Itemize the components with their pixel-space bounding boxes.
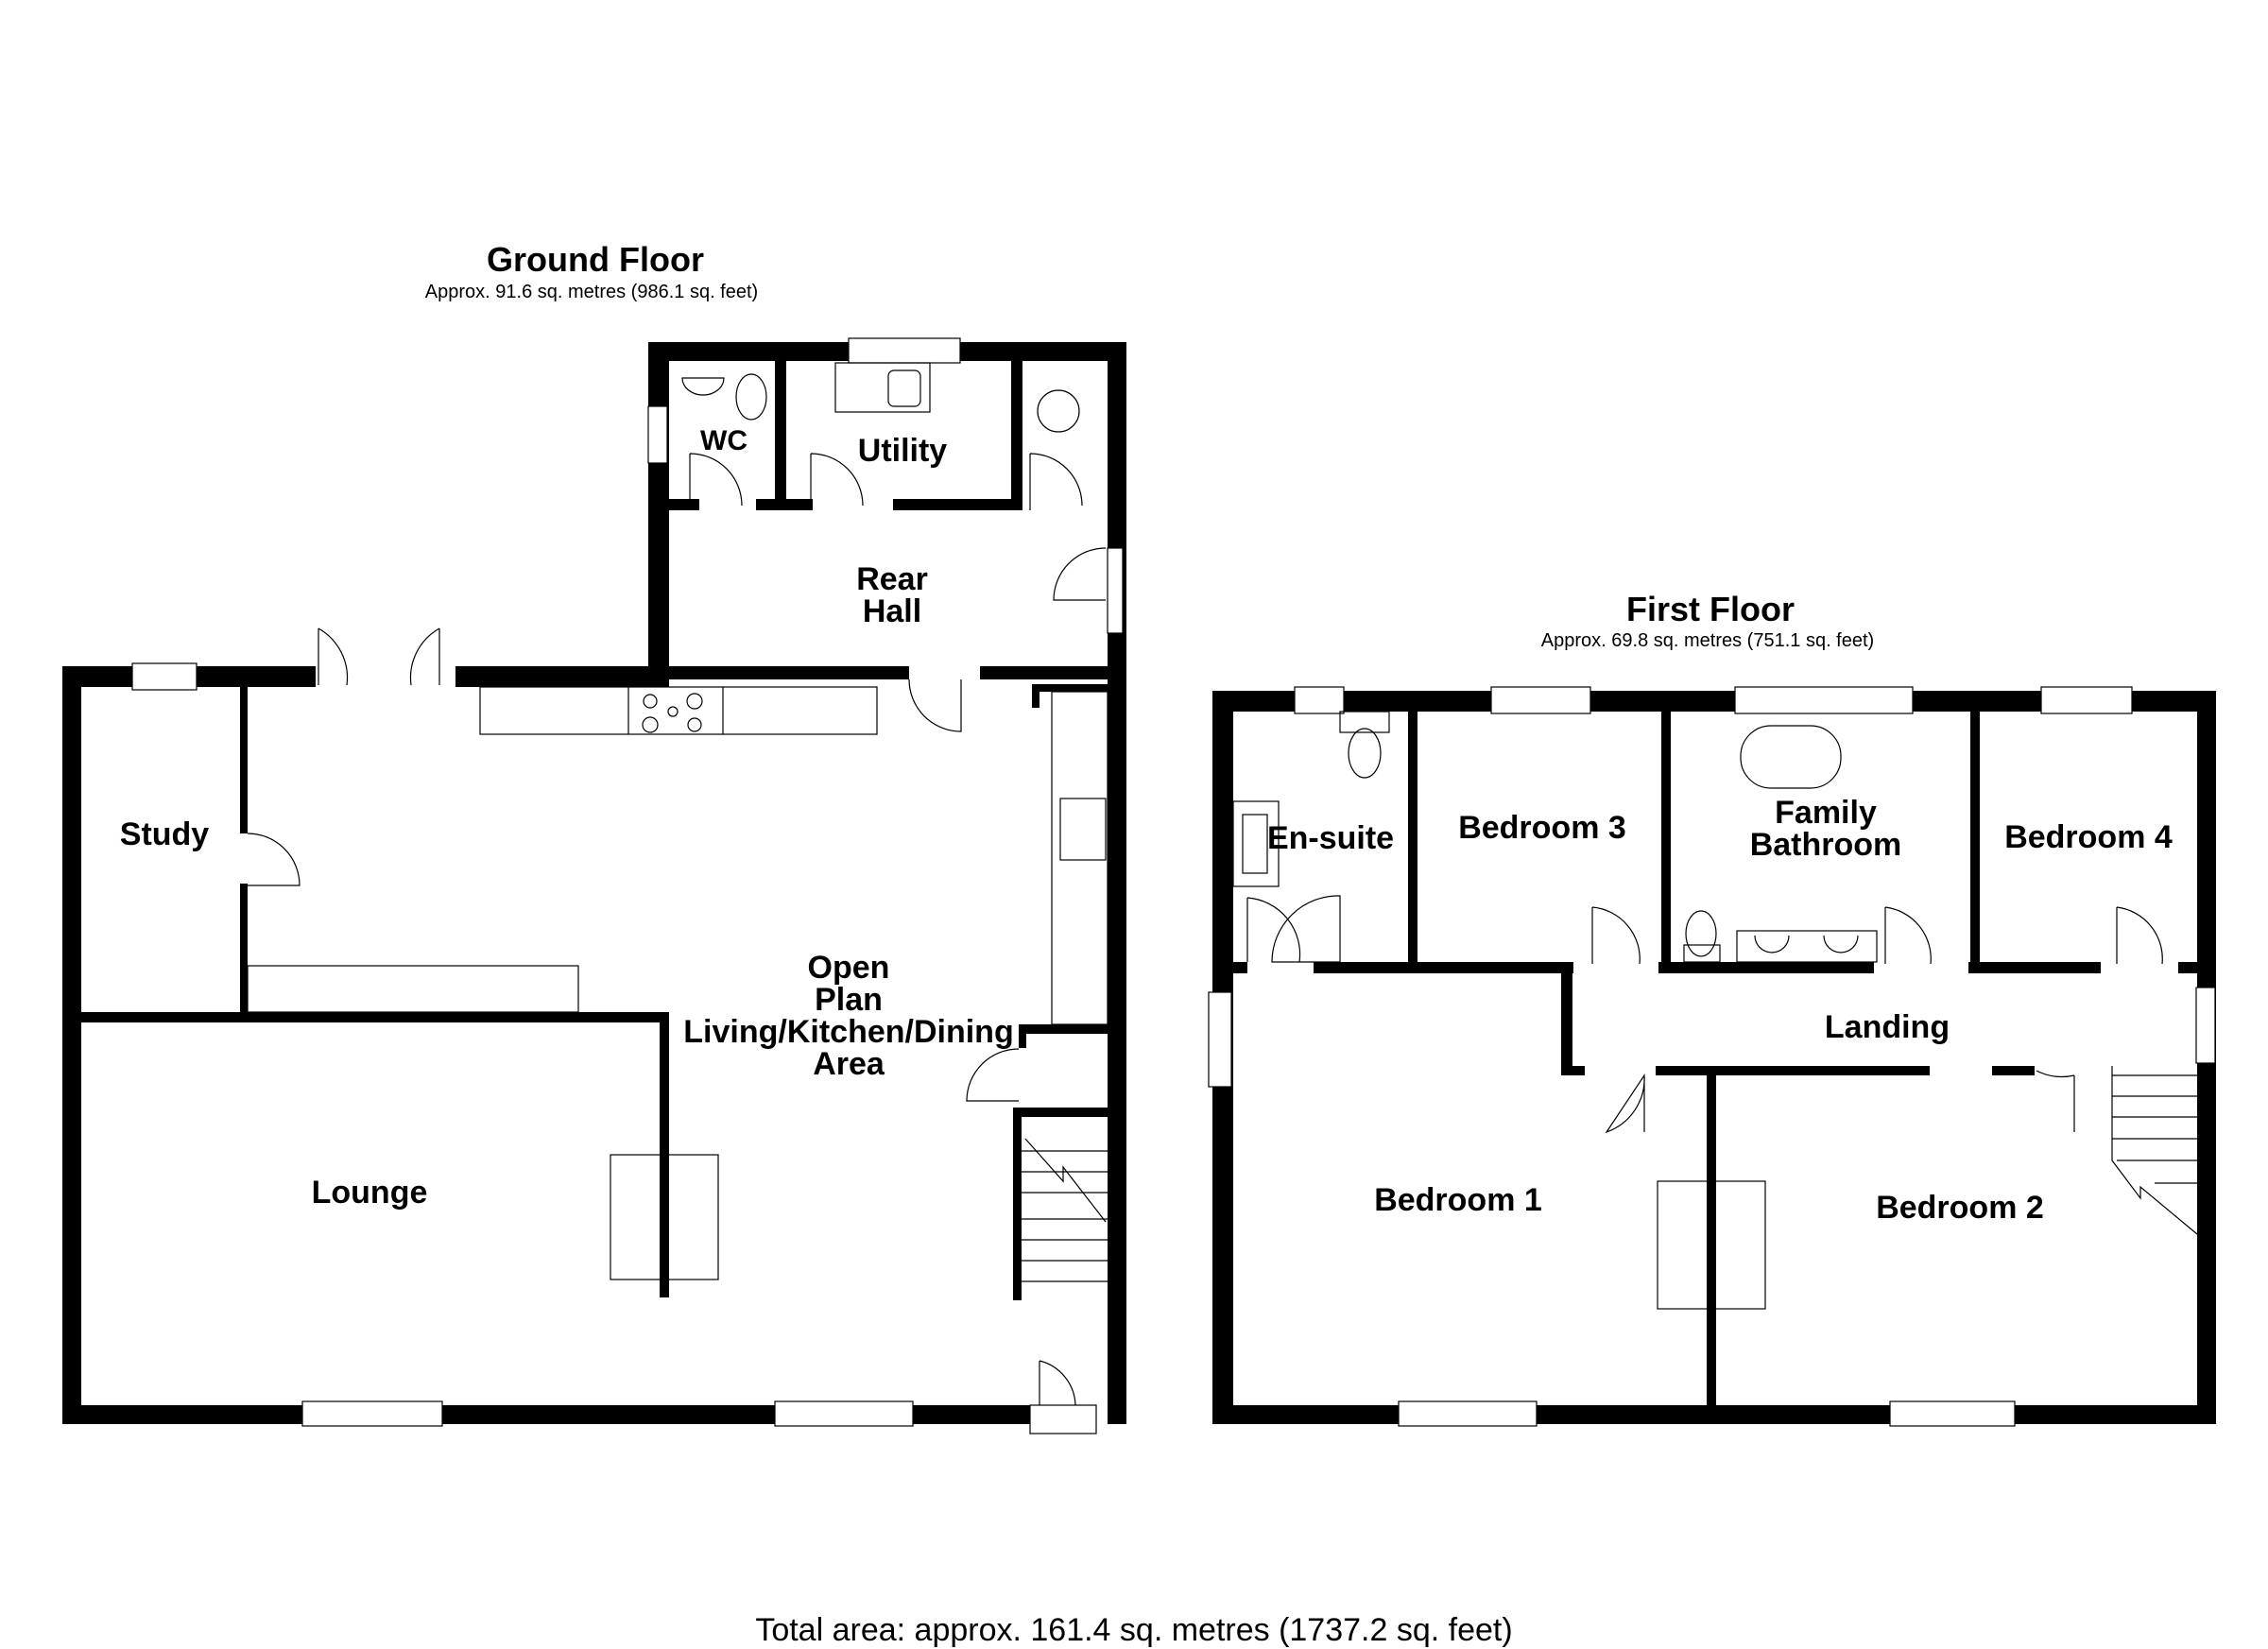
ground-floor-area: Approx. 91.6 sq. metres (986.1 sq. feet): [424, 282, 759, 302]
room-en-suite: En-suite: [1266, 820, 1395, 856]
room-rear-hall: Rear Hall: [856, 561, 928, 629]
first-floor-title: First Floor: [1626, 590, 1795, 628]
room-lounge: Lounge: [311, 1175, 428, 1211]
room-open-plan: Open Plan Living/Kitchen/Dining Area: [683, 950, 1014, 1082]
first-floor-walls: [1212, 691, 2216, 1424]
ground-floor-fixtures: [131, 337, 1124, 1434]
ground-floor-walls: [62, 342, 1126, 1424]
room-bedroom-1: Bedroom 1: [1374, 1182, 1542, 1218]
ground-floor-title: Ground Floor: [487, 240, 704, 279]
room-utility: Utility: [857, 433, 948, 469]
total-area: Total area: approx. 161.4 sq. metres (17…: [755, 1612, 1513, 1648]
room-study: Study: [119, 816, 210, 852]
room-bedroom-3: Bedroom 3: [1458, 810, 1626, 846]
room-family-bathroom: Family Bathroom: [1749, 795, 1902, 863]
room-bedroom-2: Bedroom 2: [1876, 1190, 2044, 1226]
room-wc: WC: [700, 425, 747, 456]
room-landing: Landing: [1824, 1009, 1950, 1045]
first-floor-fixtures: [1208, 686, 2216, 1427]
first-floor-area: Approx. 69.8 sq. metres (751.1 sq. feet): [1540, 630, 1875, 651]
room-bedroom-4: Bedroom 4: [2004, 819, 2173, 855]
